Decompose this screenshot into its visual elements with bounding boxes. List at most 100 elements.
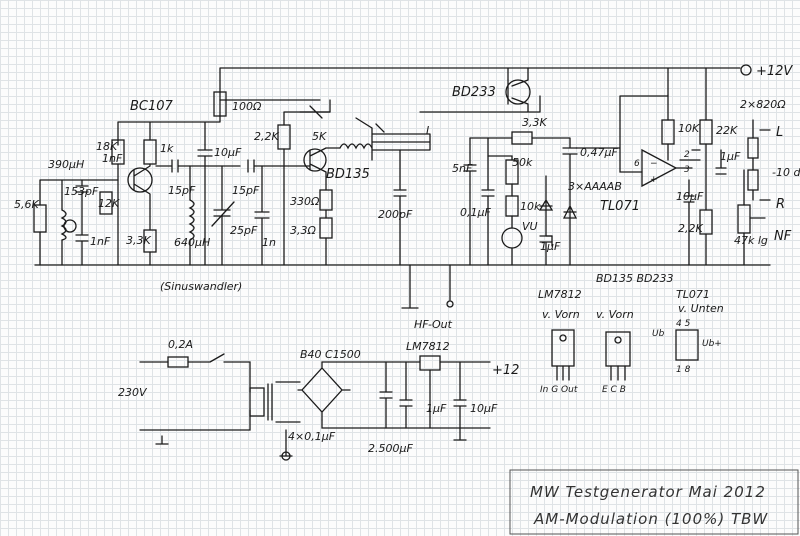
bc107-label: BC107	[130, 99, 174, 114]
tl071-label: TL071	[600, 199, 640, 214]
pot-47k-lg[interactable]	[737, 204, 751, 234]
bd135-label: BD135	[326, 167, 370, 182]
resistor-10k-vu	[505, 195, 519, 217]
r-2x820-label: 2×820Ω	[740, 98, 786, 111]
r-3r3-label: 3,3Ω	[290, 224, 316, 237]
bd-pins: E C B	[602, 385, 626, 395]
bd-view: v. Vorn	[596, 308, 634, 321]
out-db-label: -10 db	[772, 166, 800, 179]
r-1k-label: 1k	[160, 142, 174, 155]
resistor-10k-op	[661, 119, 675, 145]
r-18k-label: 18K	[96, 140, 118, 153]
lm-view: v. Vorn	[542, 308, 580, 321]
tl-view: v. Unten	[678, 302, 724, 315]
cap-psu-a	[399, 361, 413, 429]
out-l-label: L	[776, 125, 783, 140]
switch-pole: I	[426, 124, 429, 137]
pin3-label: 3	[684, 165, 690, 175]
battery-label: 3×AAAAB	[568, 180, 622, 193]
pin6-label: 6	[634, 159, 640, 169]
c-1nf-b-label: 1nF	[90, 235, 111, 248]
c-1nf-a-label: 1nF	[102, 152, 123, 165]
pot-50k-label: 50k	[512, 156, 533, 169]
r-100-label: 100Ω	[232, 100, 262, 113]
psu-mains-wiring	[139, 353, 251, 445]
cap-1uf-psu-label: 1µF	[426, 402, 447, 415]
tl071-package	[675, 329, 699, 361]
pot-47k-label: 47k lg	[734, 234, 768, 247]
diode-a	[538, 175, 554, 247]
cap-small-label: 4×0,1µF	[288, 430, 336, 443]
resistor-330	[319, 189, 333, 211]
hf-out-label: HF-Out	[414, 318, 453, 331]
diode-b	[562, 199, 578, 266]
transformer-core	[267, 383, 273, 421]
c-5nf-label: 5nF	[452, 162, 473, 175]
vu-meter	[501, 227, 523, 249]
bc107-bus	[117, 99, 221, 146]
tl-ub: Ub	[652, 329, 665, 339]
resistor-1k	[143, 139, 157, 165]
svg-text:−: −	[650, 159, 658, 169]
trimmer-25pf	[211, 165, 235, 266]
sinus-label: (Sinuswandler)	[160, 280, 242, 293]
vu-label: VU	[522, 220, 538, 233]
cap-200pf	[393, 149, 407, 266]
pot-5k	[299, 105, 331, 119]
fuse-label: 0,2A	[168, 338, 193, 351]
hf-out-terminal[interactable]	[446, 300, 454, 308]
c-1n-label: 1n	[262, 236, 276, 249]
tl-pins-top: 4 5	[676, 319, 691, 329]
tl-name: TL071	[676, 288, 710, 301]
lm-name: LM7812	[538, 288, 582, 301]
mains-label: 230V	[118, 386, 148, 399]
cap-1n	[254, 165, 270, 266]
transistor-bd135	[303, 148, 327, 172]
cap-10uf-psu	[453, 361, 467, 441]
bd-name: BD135 BD233	[596, 272, 674, 285]
l-390-label: 390µH	[48, 158, 84, 171]
cap-10uf-psu-label: 10µF	[470, 402, 498, 415]
resistor-820-b	[747, 169, 759, 191]
title-block	[509, 469, 799, 535]
coil-640uh	[188, 199, 195, 241]
c-15pf-a-label: 15pF	[168, 184, 196, 197]
svg-text:+: +	[650, 175, 658, 185]
c-10uf-a-label: 10µF	[214, 146, 242, 159]
bridge-label: B40 C1500	[300, 348, 361, 361]
reg-label: LM7812	[406, 340, 450, 353]
c-01uf-label: 0,1µF	[460, 206, 491, 219]
transformer-primary	[249, 387, 265, 417]
r-22k-label: 22K	[716, 124, 738, 137]
pin2-label: 2	[684, 150, 690, 160]
transistor-bd233	[505, 79, 531, 105]
out-r-label: R	[776, 197, 785, 212]
resistor-820-a	[747, 137, 759, 159]
transistor-bc107	[127, 167, 153, 193]
fuse	[167, 356, 189, 368]
bd233-label: BD233	[452, 85, 496, 100]
cap-1uf-op	[715, 149, 727, 175]
tl-pins-bottom: 1 8	[676, 365, 691, 375]
resistor-5k6	[33, 204, 47, 233]
cap-1uf-vu	[539, 235, 553, 266]
out-nf-label: NF	[774, 229, 792, 244]
r-3k3-a-label: 3,3K	[126, 234, 151, 247]
c-047-label: 0,47µF	[580, 146, 618, 159]
l-640-label: 640µH	[174, 236, 210, 249]
opamp-tl071	[641, 148, 678, 188]
rotary-switch[interactable]	[355, 117, 431, 161]
title-line2: AM-Modulation (100%) TBW	[533, 510, 768, 528]
r-330-label: 330Ω	[290, 195, 320, 208]
c-1uf-op-label: 1µF	[720, 150, 741, 163]
vcc-terminal[interactable]	[740, 64, 752, 76]
c-15pf-b-label: 15pF	[232, 184, 260, 197]
title-line1: MW Testgenerator Mai 2012	[530, 483, 766, 501]
out12-label: +12	[492, 363, 519, 378]
r-3k3-top-label: 3,3K	[522, 116, 547, 129]
pilot-lamp	[281, 451, 291, 461]
c-10uf-op-label: 10µF	[676, 190, 704, 203]
vcc-label: +12V	[756, 64, 793, 79]
pot-5k-label: 5K	[312, 130, 327, 143]
